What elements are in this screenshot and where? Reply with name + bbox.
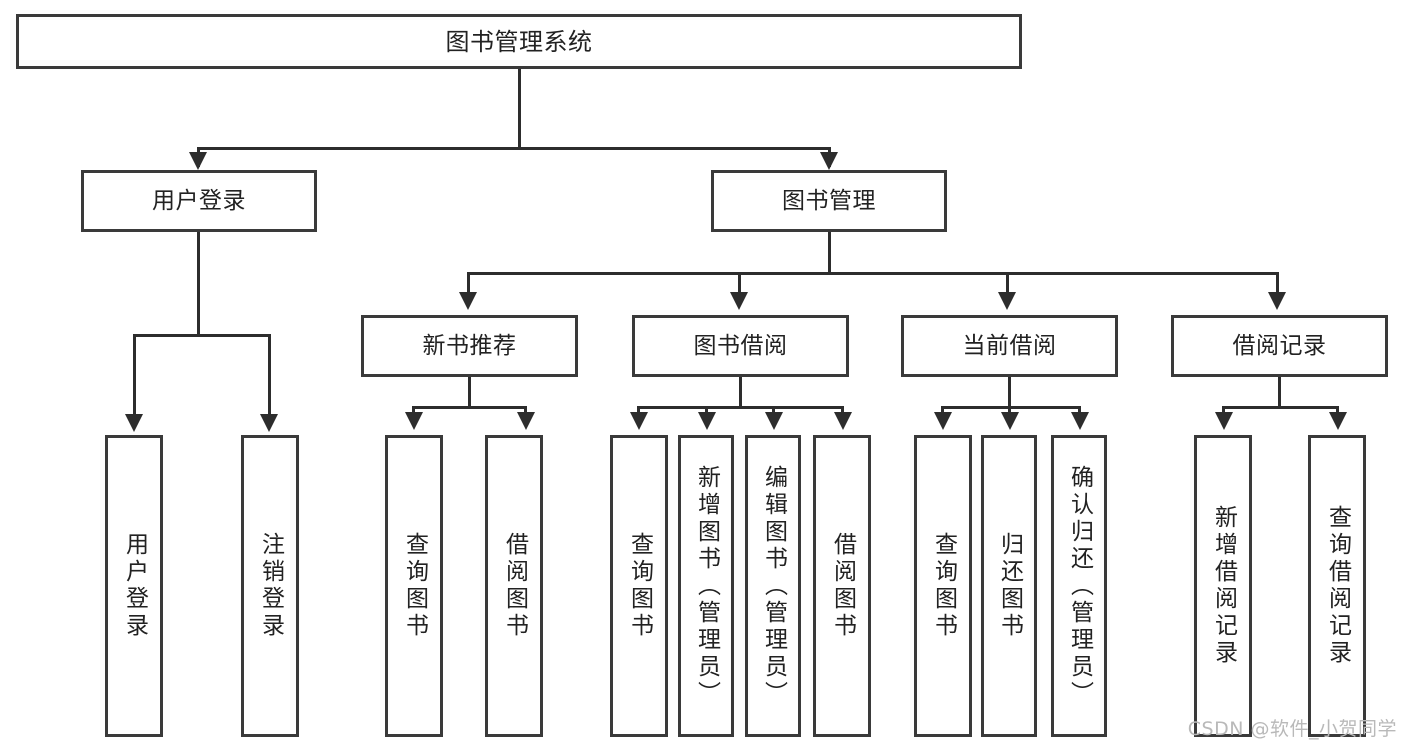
edge-root-stem xyxy=(518,69,521,149)
leaf-current-query-label: 查询图书 xyxy=(930,532,957,640)
leaf-record-add-label: 新增借阅记录 xyxy=(1210,505,1237,667)
node-new-book-label: 新书推荐 xyxy=(422,332,517,359)
node-user-login[interactable]: 用户登录 xyxy=(81,170,317,232)
edge-book-borrow-leg-1 xyxy=(637,406,640,416)
edge-book-borrow-stem xyxy=(739,377,742,409)
leaf-borrow-edit[interactable]: 编辑图书（管理员） xyxy=(745,435,801,737)
edge-book-manage-leg-3 xyxy=(1006,272,1009,294)
edge-current-borrow-leg-2 xyxy=(1008,406,1011,416)
edge-book-manage-leg-1 xyxy=(467,272,470,294)
edge-root-bus xyxy=(197,147,831,150)
leaf-borrow-lend[interactable]: 借阅图书 xyxy=(813,435,871,737)
edge-book-borrow-leg-2 xyxy=(705,406,708,416)
leaf-logout-label: 注销登录 xyxy=(257,532,284,640)
leaf-current-confirm[interactable]: 确认归还（管理员） xyxy=(1051,435,1107,737)
leaf-current-query[interactable]: 查询图书 xyxy=(914,435,972,737)
arrow-to-leaf-nb-1 xyxy=(405,412,423,430)
node-root-label: 图书管理系统 xyxy=(445,27,593,56)
edge-current-borrow-bus xyxy=(941,406,1081,409)
edge-current-borrow-stem xyxy=(1008,377,1011,409)
edge-book-borrow-bus xyxy=(637,406,844,409)
edge-borrow-record-bus xyxy=(1222,406,1339,409)
leaf-borrow-query-label: 查询图书 xyxy=(626,532,653,640)
edge-book-manage-bus xyxy=(467,272,1279,275)
arrow-to-leaf-logout xyxy=(260,414,278,432)
leaf-record-query[interactable]: 查询借阅记录 xyxy=(1308,435,1366,737)
arrow-to-leaf-bb-4 xyxy=(834,412,852,430)
arrow-to-current-borrow xyxy=(998,292,1016,310)
arrow-to-leaf-cb-3 xyxy=(1071,412,1089,430)
leaf-borrow-add[interactable]: 新增图书（管理员） xyxy=(678,435,734,737)
node-book-manage[interactable]: 图书管理 xyxy=(711,170,947,232)
edge-book-manage-stem xyxy=(828,232,831,274)
edge-borrow-record-leg-2 xyxy=(1336,406,1339,416)
arrow-to-borrow-record xyxy=(1268,292,1286,310)
edge-book-borrow-leg-4 xyxy=(841,406,844,416)
edge-borrow-record-stem xyxy=(1278,377,1281,409)
leaf-logout[interactable]: 注销登录 xyxy=(241,435,299,737)
edge-current-borrow-leg-3 xyxy=(1078,406,1081,416)
edge-borrow-record-leg-1 xyxy=(1222,406,1225,416)
edge-current-borrow-leg-1 xyxy=(941,406,944,416)
node-book-manage-label: 图书管理 xyxy=(782,187,876,214)
arrow-to-leaf-cb-2 xyxy=(1001,412,1019,430)
node-current-borrow-label: 当前借阅 xyxy=(962,332,1057,359)
node-book-borrow[interactable]: 图书借阅 xyxy=(632,315,849,377)
arrow-to-leaf-nb-2 xyxy=(517,412,535,430)
arrow-to-leaf-bb-2 xyxy=(698,412,716,430)
node-new-book[interactable]: 新书推荐 xyxy=(361,315,578,377)
node-root[interactable]: 图书管理系统 xyxy=(16,14,1022,69)
edge-book-manage-leg-4 xyxy=(1276,272,1279,294)
arrow-to-user-login xyxy=(189,152,207,170)
arrow-to-leaf-br-2 xyxy=(1329,412,1347,430)
edge-user-login-leg-1 xyxy=(133,334,136,416)
leaf-borrow-query[interactable]: 查询图书 xyxy=(610,435,668,737)
node-user-login-label: 用户登录 xyxy=(152,187,246,214)
arrow-to-leaf-user-login xyxy=(125,414,143,432)
arrow-to-new-book xyxy=(459,292,477,310)
edge-user-login-stem xyxy=(197,232,200,336)
arrow-to-leaf-cb-1 xyxy=(934,412,952,430)
leaf-new-book-borrow-label: 借阅图书 xyxy=(501,532,528,640)
leaf-current-confirm-label: 确认归还（管理员） xyxy=(1066,464,1093,708)
arrow-to-book-borrow xyxy=(730,292,748,310)
node-borrow-record[interactable]: 借阅记录 xyxy=(1171,315,1388,377)
arrow-to-leaf-br-1 xyxy=(1215,412,1233,430)
leaf-current-return-label: 归还图书 xyxy=(996,532,1023,640)
node-borrow-record-label: 借阅记录 xyxy=(1232,332,1327,359)
leaf-new-book-query-label: 查询图书 xyxy=(401,532,428,640)
edge-new-book-leg-1 xyxy=(412,406,415,416)
edge-new-book-stem xyxy=(468,377,471,409)
node-book-borrow-label: 图书借阅 xyxy=(693,332,788,359)
leaf-new-book-borrow[interactable]: 借阅图书 xyxy=(485,435,543,737)
leaf-current-return[interactable]: 归还图书 xyxy=(981,435,1037,737)
node-current-borrow[interactable]: 当前借阅 xyxy=(901,315,1118,377)
edge-book-borrow-leg-3 xyxy=(772,406,775,416)
leaf-user-login[interactable]: 用户登录 xyxy=(105,435,163,737)
leaf-user-login-label: 用户登录 xyxy=(121,532,148,640)
arrow-to-leaf-bb-1 xyxy=(630,412,648,430)
edge-user-login-leg-2 xyxy=(268,334,271,416)
arrow-to-leaf-bb-3 xyxy=(765,412,783,430)
leaf-record-add[interactable]: 新增借阅记录 xyxy=(1194,435,1252,737)
leaf-borrow-edit-label: 编辑图书（管理员） xyxy=(760,464,787,708)
edge-book-manage-leg-2 xyxy=(738,272,741,294)
edge-new-book-bus xyxy=(412,406,527,409)
leaf-record-query-label: 查询借阅记录 xyxy=(1324,505,1351,667)
leaf-borrow-add-label: 新增图书（管理员） xyxy=(693,464,720,708)
leaf-new-book-query[interactable]: 查询图书 xyxy=(385,435,443,737)
edge-new-book-leg-2 xyxy=(524,406,527,416)
edge-user-login-bus xyxy=(133,334,269,337)
leaf-borrow-lend-label: 借阅图书 xyxy=(829,532,856,640)
arrow-to-book-manage xyxy=(820,152,838,170)
